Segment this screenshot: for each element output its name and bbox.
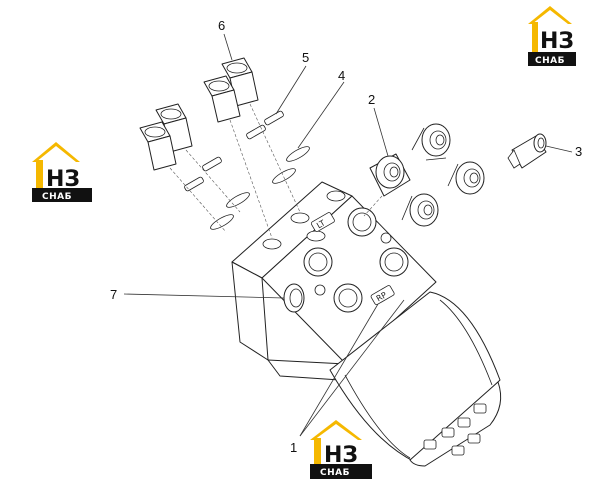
logo-main-text: НЗ: [324, 443, 358, 468]
steering-unit-body: LT RP: [231, 181, 502, 467]
logo-sub-text: СНАБ: [42, 192, 72, 202]
callout-6: 6: [218, 18, 225, 33]
logo-sub-text: СНАБ: [320, 468, 350, 478]
watermark-logo-top-right: НЗ СНАБ: [528, 6, 576, 66]
callout-2: 2: [368, 92, 375, 107]
logo-main-text: НЗ: [540, 29, 574, 54]
port-label-lt: LT: [315, 218, 327, 230]
side-plug-part-7: [283, 283, 305, 313]
logo-main-text: НЗ: [46, 167, 80, 192]
seal-rings-part-4: [210, 146, 310, 230]
callout-5: 5: [302, 50, 309, 65]
assembly-axis-lines: [169, 103, 383, 239]
fittings-part-2: [369, 123, 485, 227]
bolts-part-6: [139, 57, 259, 171]
watermark-logo-left: НЗ СНАБ: [32, 142, 92, 202]
callout-numbers: 6 5 4 2 3 7 1: [110, 18, 582, 455]
callout-7: 7: [110, 287, 117, 302]
logo-sub-text: СНАБ: [535, 56, 565, 66]
callout-3: 3: [575, 144, 582, 159]
callout-1: 1: [290, 440, 297, 455]
watermark-logo-bottom: НЗ СНАБ: [310, 420, 372, 479]
plug-fitting-part-3: [507, 133, 547, 169]
leader-lines: [123, 33, 573, 437]
callout-4: 4: [338, 68, 345, 83]
washers-part-5: [184, 110, 284, 192]
end-cap-bolts: [423, 403, 487, 456]
